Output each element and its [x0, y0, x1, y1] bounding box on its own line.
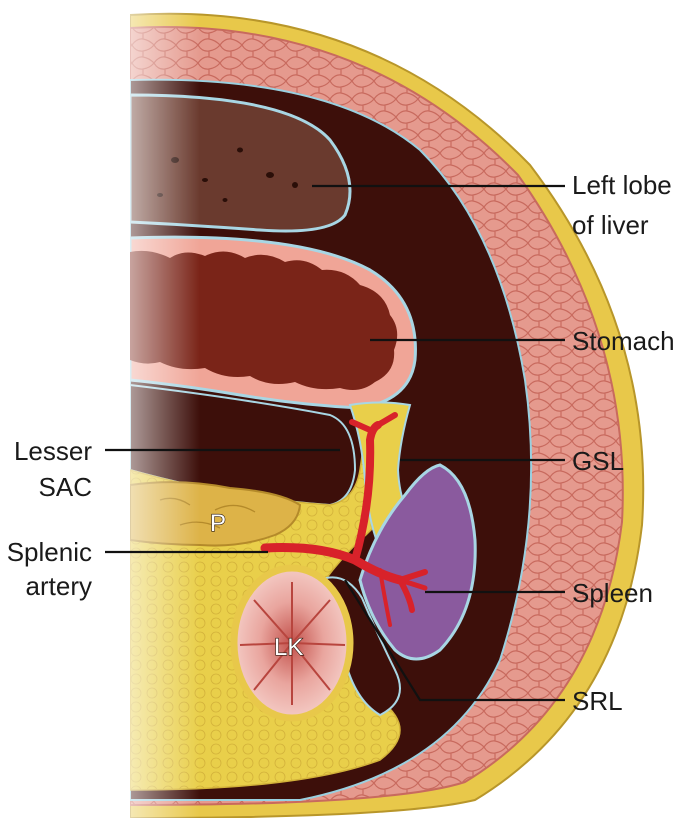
splenic-artery-vessel	[260, 412, 428, 627]
label-splenic-line2: artery	[26, 571, 92, 601]
label-gsl: GSL	[572, 446, 624, 476]
label-pancreas: P	[210, 510, 226, 537]
label-left-lobe-line2: of liver	[572, 210, 649, 240]
leader-lines	[105, 184, 565, 702]
label-left-lobe-line1: Left lobe	[572, 170, 672, 200]
label-spleen: Spleen	[572, 578, 653, 608]
label-srl: SRL	[572, 686, 623, 716]
kidney-pyramids	[239, 582, 346, 705]
label-lesser-line1: Lesser	[14, 436, 92, 466]
label-splenic-line1: Splenic	[7, 537, 92, 567]
label-stomach: Stomach	[572, 326, 675, 356]
label-kidney: LK	[274, 634, 303, 661]
label-lesser-line2: SAC	[39, 472, 92, 502]
